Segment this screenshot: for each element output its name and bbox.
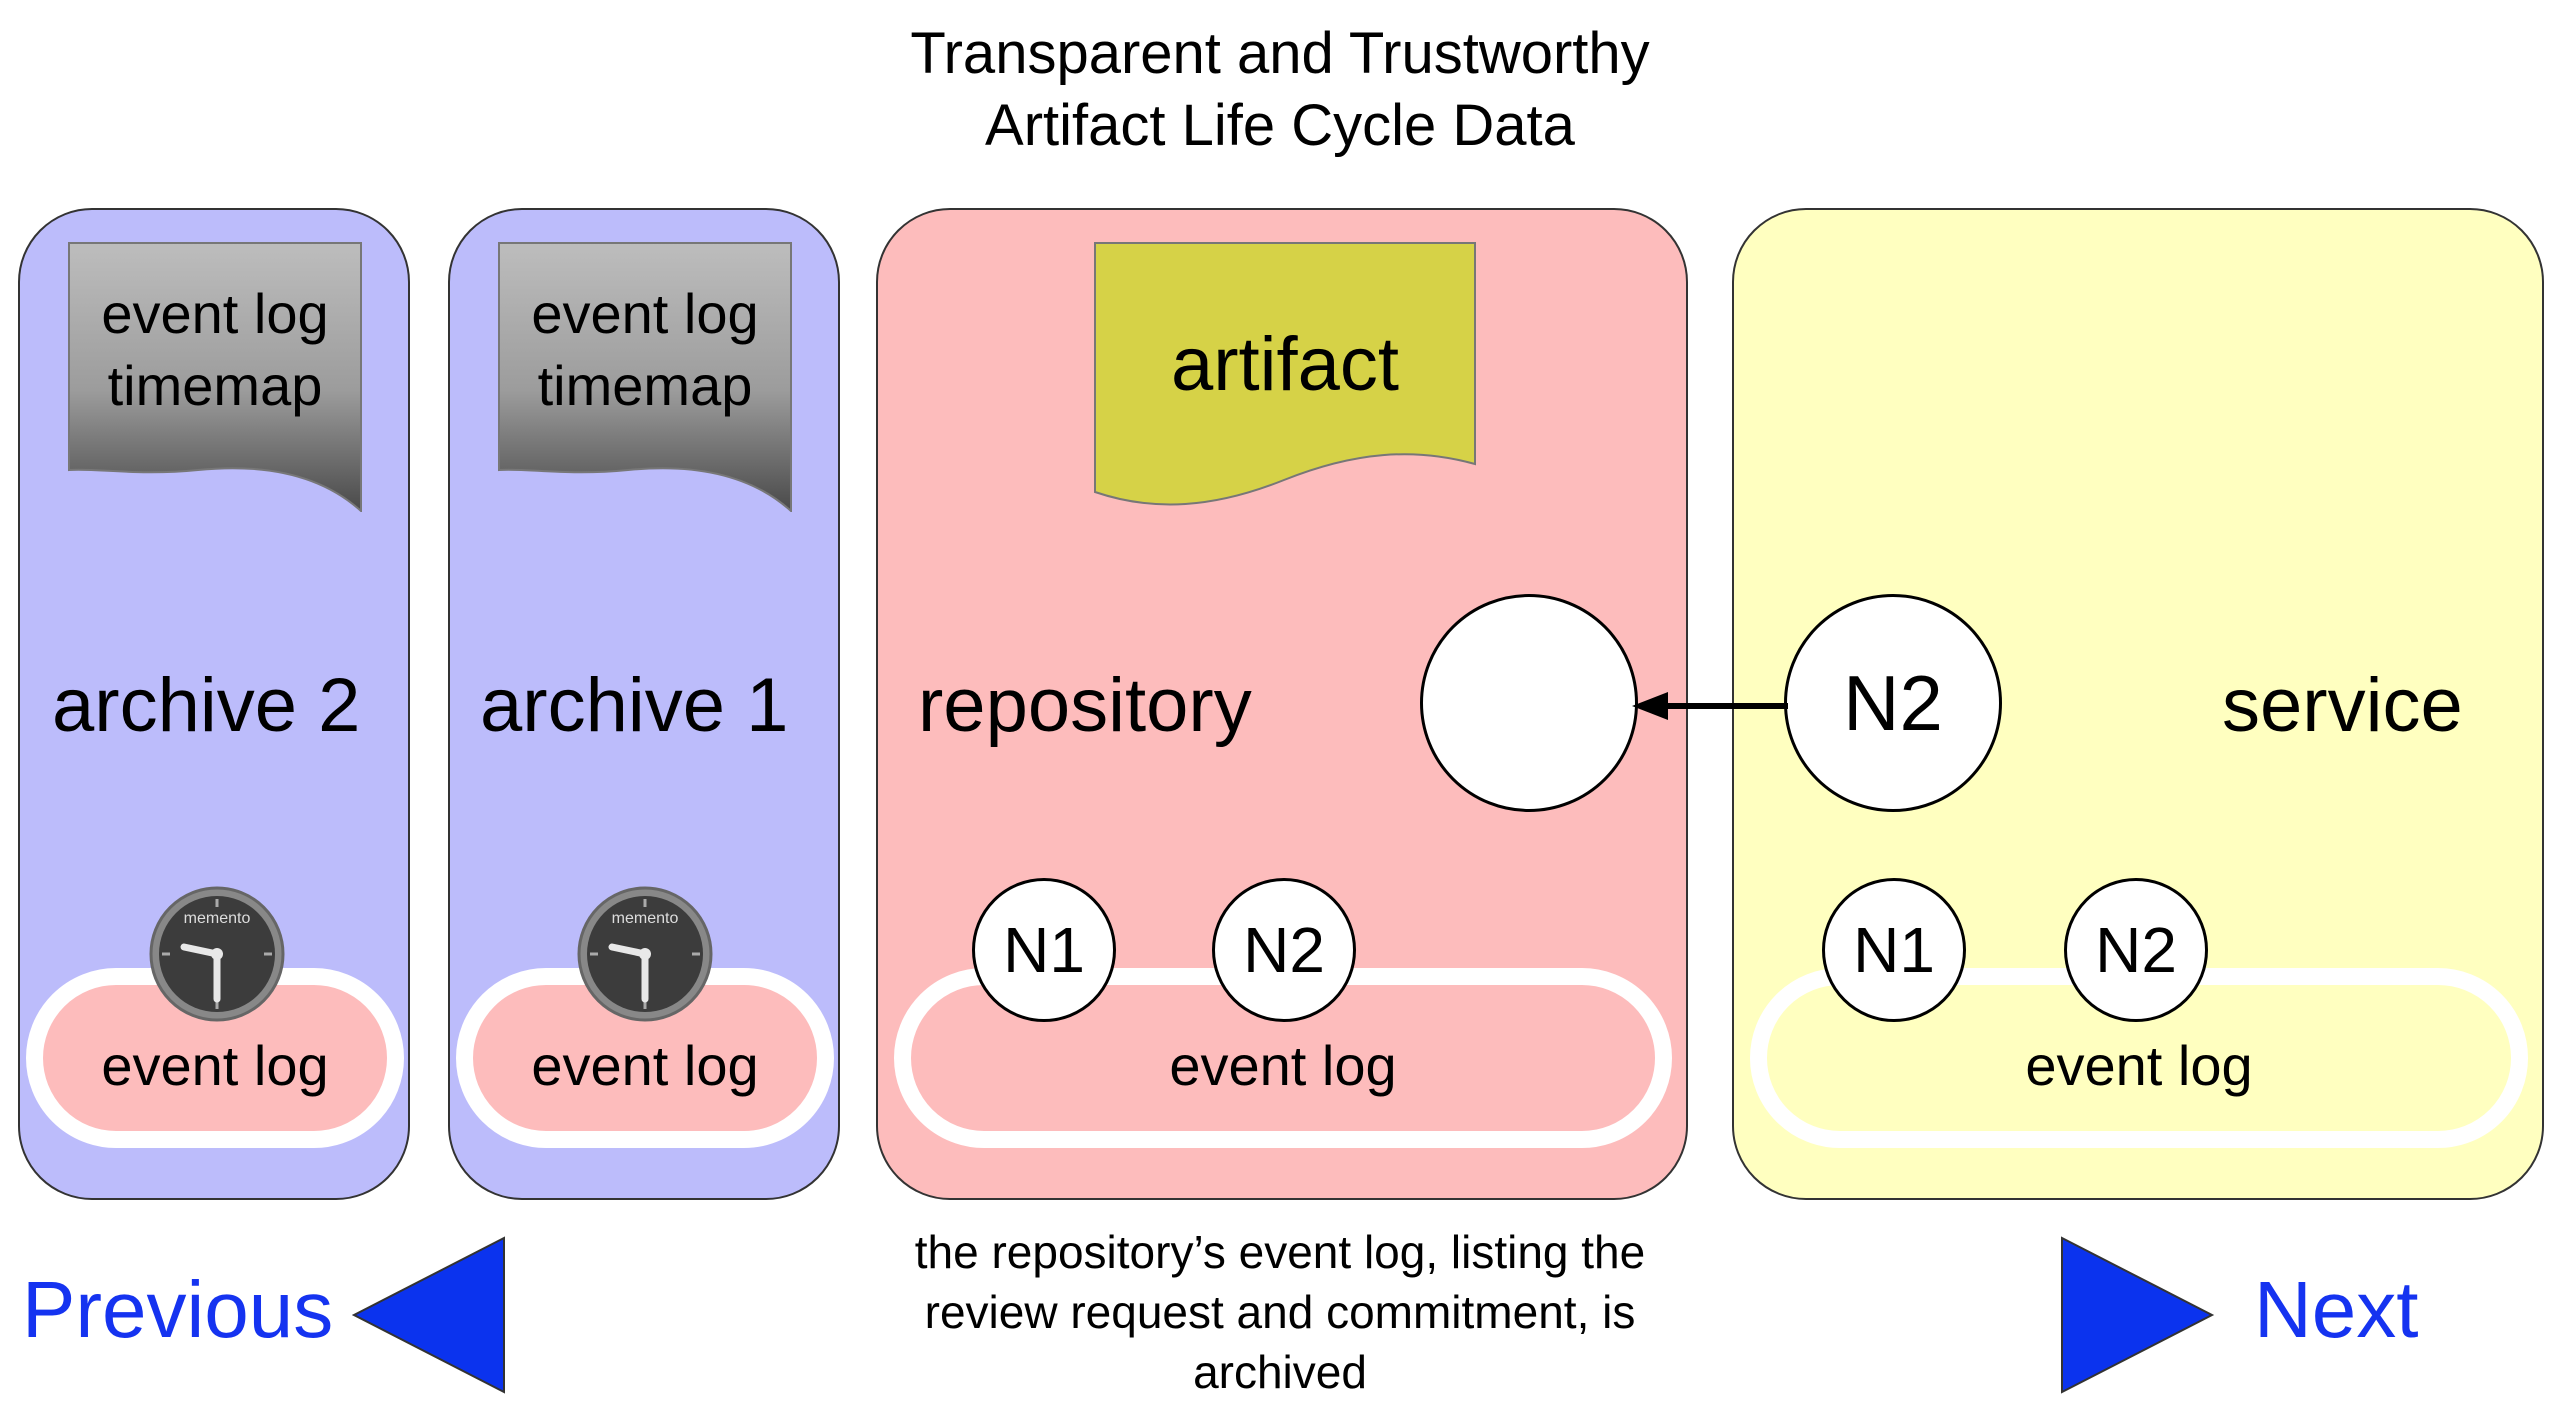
previous-link[interactable]: Previous bbox=[22, 1265, 334, 1354]
next-arrow-icon[interactable] bbox=[2060, 1236, 2216, 1394]
title-line-1: Transparent and Trustworthy bbox=[910, 21, 1650, 86]
service-panel: service N2 event log N1 N2 bbox=[1732, 208, 2544, 1200]
repository-node-n2: N2 bbox=[1212, 878, 1356, 1022]
timemap-document-icon: event log timemap bbox=[68, 242, 362, 512]
artifact-document-icon: artifact bbox=[1094, 242, 1476, 512]
event-log-label: event log bbox=[2025, 1033, 2253, 1097]
previous-arrow-icon[interactable] bbox=[352, 1236, 508, 1394]
service-node-n2-large: N2 bbox=[1784, 594, 2002, 812]
archive-2-label: archive 2 bbox=[52, 663, 361, 748]
archive-2-panel: event log timemap archive 2 event log me… bbox=[18, 208, 410, 1200]
event-log-label: event log bbox=[101, 1033, 329, 1097]
event-log-label: event log bbox=[531, 1033, 759, 1097]
memento-clock-icon: memento bbox=[148, 885, 286, 1023]
memento-clock-label: memento bbox=[612, 910, 679, 927]
title-line-2: Artifact Life Cycle Data bbox=[985, 93, 1575, 158]
caption-line-3: archived bbox=[1193, 1346, 1367, 1398]
archive-1-panel: event log timemap archive 1 event log me… bbox=[448, 208, 840, 1200]
memento-clock-label: memento bbox=[184, 910, 251, 927]
transfer-arrow bbox=[1632, 692, 1788, 720]
caption: the repository’s event log, listing the … bbox=[850, 1222, 1710, 1402]
diagram-title: Transparent and Trustworthy Artifact Lif… bbox=[780, 18, 1780, 162]
repository-empty-node bbox=[1420, 594, 1638, 812]
artifact-label: artifact bbox=[1170, 322, 1400, 407]
caption-line-1: the repository’s event log, listing the bbox=[914, 1226, 1646, 1278]
timemap-doc-line-1: event log bbox=[531, 282, 759, 345]
timemap-document-icon: event log timemap bbox=[498, 242, 792, 512]
timemap-doc-line-1: event log bbox=[101, 282, 329, 345]
service-label: service bbox=[2222, 663, 2463, 748]
memento-clock-icon: memento bbox=[576, 885, 714, 1023]
service-node-n2: N2 bbox=[2064, 878, 2208, 1022]
repository-label: repository bbox=[918, 663, 1252, 748]
event-log-label: event log bbox=[1169, 1033, 1397, 1097]
archive-1-label: archive 1 bbox=[480, 663, 789, 748]
next-link[interactable]: Next bbox=[2254, 1265, 2419, 1354]
timemap-doc-line-2: timemap bbox=[107, 354, 323, 417]
repository-panel: artifact repository event log N1 N2 bbox=[876, 208, 1688, 1200]
caption-line-2: review request and commitment, is bbox=[924, 1286, 1636, 1338]
repository-node-n1: N1 bbox=[972, 878, 1116, 1022]
timemap-doc-line-2: timemap bbox=[537, 354, 753, 417]
service-node-n1: N1 bbox=[1822, 878, 1966, 1022]
